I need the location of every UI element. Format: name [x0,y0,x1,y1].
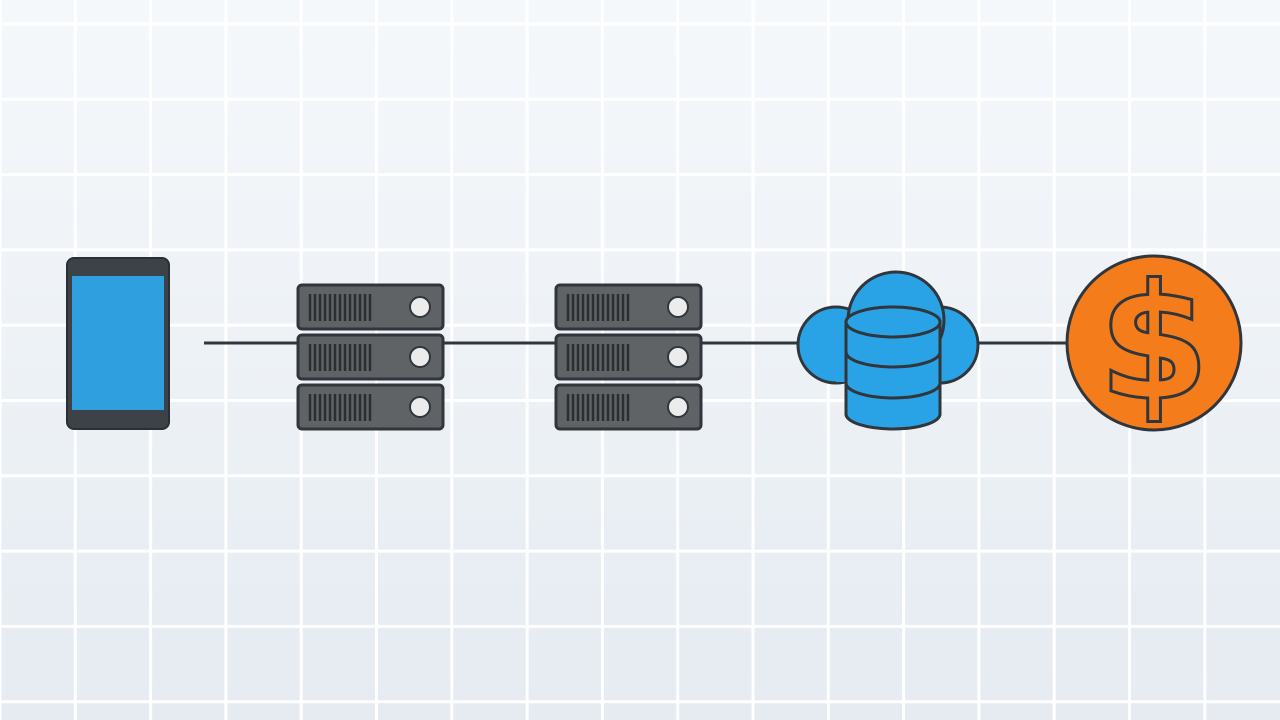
dollar-coin-icon: $ [1065,248,1243,438]
server-rack-icon [296,283,445,431]
server-unit [296,333,445,381]
server-unit [296,383,445,431]
server-unit [296,283,445,331]
smartphone-icon [66,257,170,430]
server-rack-icon [554,283,703,431]
server-unit [554,333,703,381]
cloud-database-icon [796,270,980,431]
currency-symbol: $ [1098,249,1209,436]
server-unit [554,383,703,431]
server-unit [554,283,703,331]
